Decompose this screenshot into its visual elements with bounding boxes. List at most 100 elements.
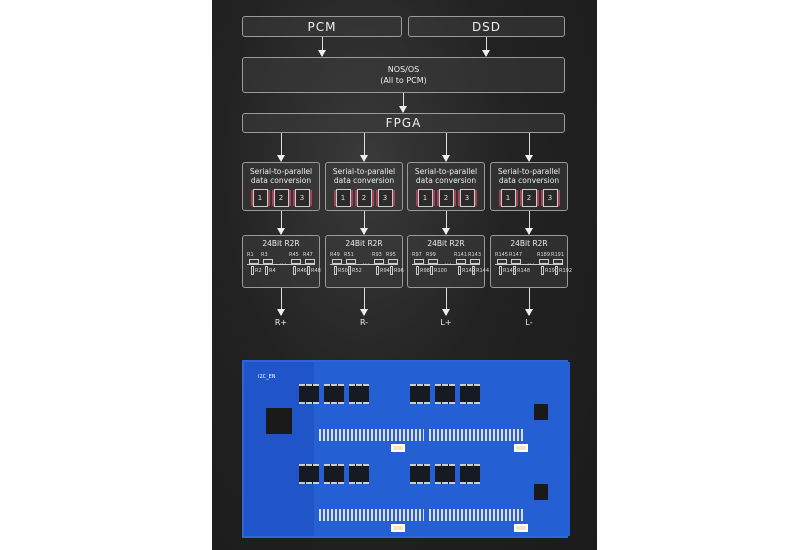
resistor-label: R98 xyxy=(420,268,430,274)
dsd-box: DSD xyxy=(408,16,565,37)
resistor-icon xyxy=(249,259,259,264)
resistor-label: R52 xyxy=(352,268,362,274)
resistor-label: R100 xyxy=(434,268,448,274)
arrow-icon xyxy=(482,37,490,57)
shift-register-chip xyxy=(410,384,430,404)
r2r-title: 24Bit R2R xyxy=(262,239,300,248)
chip-icon: 2 xyxy=(273,188,289,207)
serial-sublabel: data conversion xyxy=(498,175,560,185)
arrow-icon xyxy=(442,211,450,235)
resistor-icon xyxy=(305,259,315,264)
arrow-icon xyxy=(277,211,285,235)
shift-register-chip xyxy=(324,384,344,404)
resistor-icon xyxy=(374,259,384,264)
resistor-icon xyxy=(497,259,507,264)
resistor-icon xyxy=(334,266,337,275)
resistor-icon xyxy=(376,266,379,275)
resistor-label: R141 xyxy=(454,252,468,258)
output-label: L- xyxy=(525,318,533,327)
chip-icon: 3 xyxy=(377,188,393,207)
arrow-icon xyxy=(442,133,450,162)
chip-icon: 1 xyxy=(335,188,351,207)
resistor-icon xyxy=(332,259,342,264)
ellipsis: ··· xyxy=(444,260,452,269)
chip-icon: 2 xyxy=(521,188,537,207)
resistor-label: R48 xyxy=(311,268,321,274)
resistor-label: R45 xyxy=(289,252,299,258)
resistor-icon xyxy=(513,266,516,275)
resistor-label: R1 xyxy=(247,252,254,258)
arrow-icon xyxy=(525,288,533,316)
arrow-icon xyxy=(360,288,368,316)
fpga-chip xyxy=(266,408,292,434)
resistor-array xyxy=(429,429,524,441)
shift-register-chip xyxy=(435,384,455,404)
resistor-label: R146 xyxy=(503,268,517,274)
shift-register-chip xyxy=(460,384,480,404)
rail-line xyxy=(247,264,315,265)
resistor-icon xyxy=(430,266,433,275)
nos-os-box: NOS/OS (All to PCM) xyxy=(242,57,565,93)
opamp-chip xyxy=(534,484,548,500)
resistor-icon xyxy=(307,266,310,275)
resistor-label: R2 xyxy=(255,268,262,274)
shift-register-chip xyxy=(460,464,480,484)
arrow-icon xyxy=(318,37,326,57)
resistor-icon xyxy=(472,266,475,275)
resistor-icon xyxy=(388,259,398,264)
shift-register-chip xyxy=(299,384,319,404)
serial-sublabel: data conversion xyxy=(250,175,312,185)
r2r-title: 24Bit R2R xyxy=(427,239,465,248)
chip-icon: 1 xyxy=(500,188,516,207)
chip-icon: 3 xyxy=(294,188,310,207)
serial-sublabel: data conversion xyxy=(415,175,477,185)
resistor-label: R191 xyxy=(551,252,565,258)
resistor-icon xyxy=(428,259,438,264)
resistor-label: R46 xyxy=(297,268,307,274)
capacitor xyxy=(391,444,405,452)
resistor-icon xyxy=(555,266,558,275)
resistor-array xyxy=(429,509,524,521)
serial-label: Serial-to-parallel xyxy=(414,166,478,176)
serial-label: Serial-to-parallel xyxy=(332,166,396,176)
output-label: R- xyxy=(359,318,369,327)
resistor-label: R144 xyxy=(476,268,490,274)
capacitor xyxy=(514,444,528,452)
nos-label: NOS/OS xyxy=(387,65,420,74)
resistor-label: R143 xyxy=(468,252,482,258)
resistor-icon xyxy=(251,266,254,275)
opamp-chip xyxy=(534,404,548,420)
chip-icon: 2 xyxy=(356,188,372,207)
pcm-box: PCM xyxy=(242,16,402,37)
resistor-label: R192 xyxy=(559,268,573,274)
resistor-icon xyxy=(458,266,461,275)
fpga-box: FPGA xyxy=(242,113,565,133)
pcm-label: PCM xyxy=(307,19,337,34)
resistor-icon xyxy=(416,266,419,275)
output-label: L+ xyxy=(440,318,452,327)
resistor-icon xyxy=(541,266,544,275)
chip-icon: 1 xyxy=(252,188,268,207)
r2r-title: 24Bit R2R xyxy=(345,239,383,248)
arrow-icon xyxy=(277,133,285,162)
chip-icon: 3 xyxy=(542,188,558,207)
resistor-icon xyxy=(539,259,549,264)
resistor-icon xyxy=(293,266,296,275)
resistor-label: R93 xyxy=(372,252,382,258)
serial-sublabel: data conversion xyxy=(333,175,395,185)
resistor-array xyxy=(319,429,424,441)
resistor-label: R99 xyxy=(426,252,436,258)
arrow-icon xyxy=(360,133,368,162)
resistor-label: R142 xyxy=(462,268,476,274)
resistor-icon xyxy=(346,259,356,264)
resistor-label: R49 xyxy=(330,252,340,258)
rail-line xyxy=(495,264,563,265)
silkscreen-label: I2C_EN xyxy=(258,374,276,380)
r2r-title: 24Bit R2R xyxy=(510,239,548,248)
arrow-icon xyxy=(277,288,285,316)
